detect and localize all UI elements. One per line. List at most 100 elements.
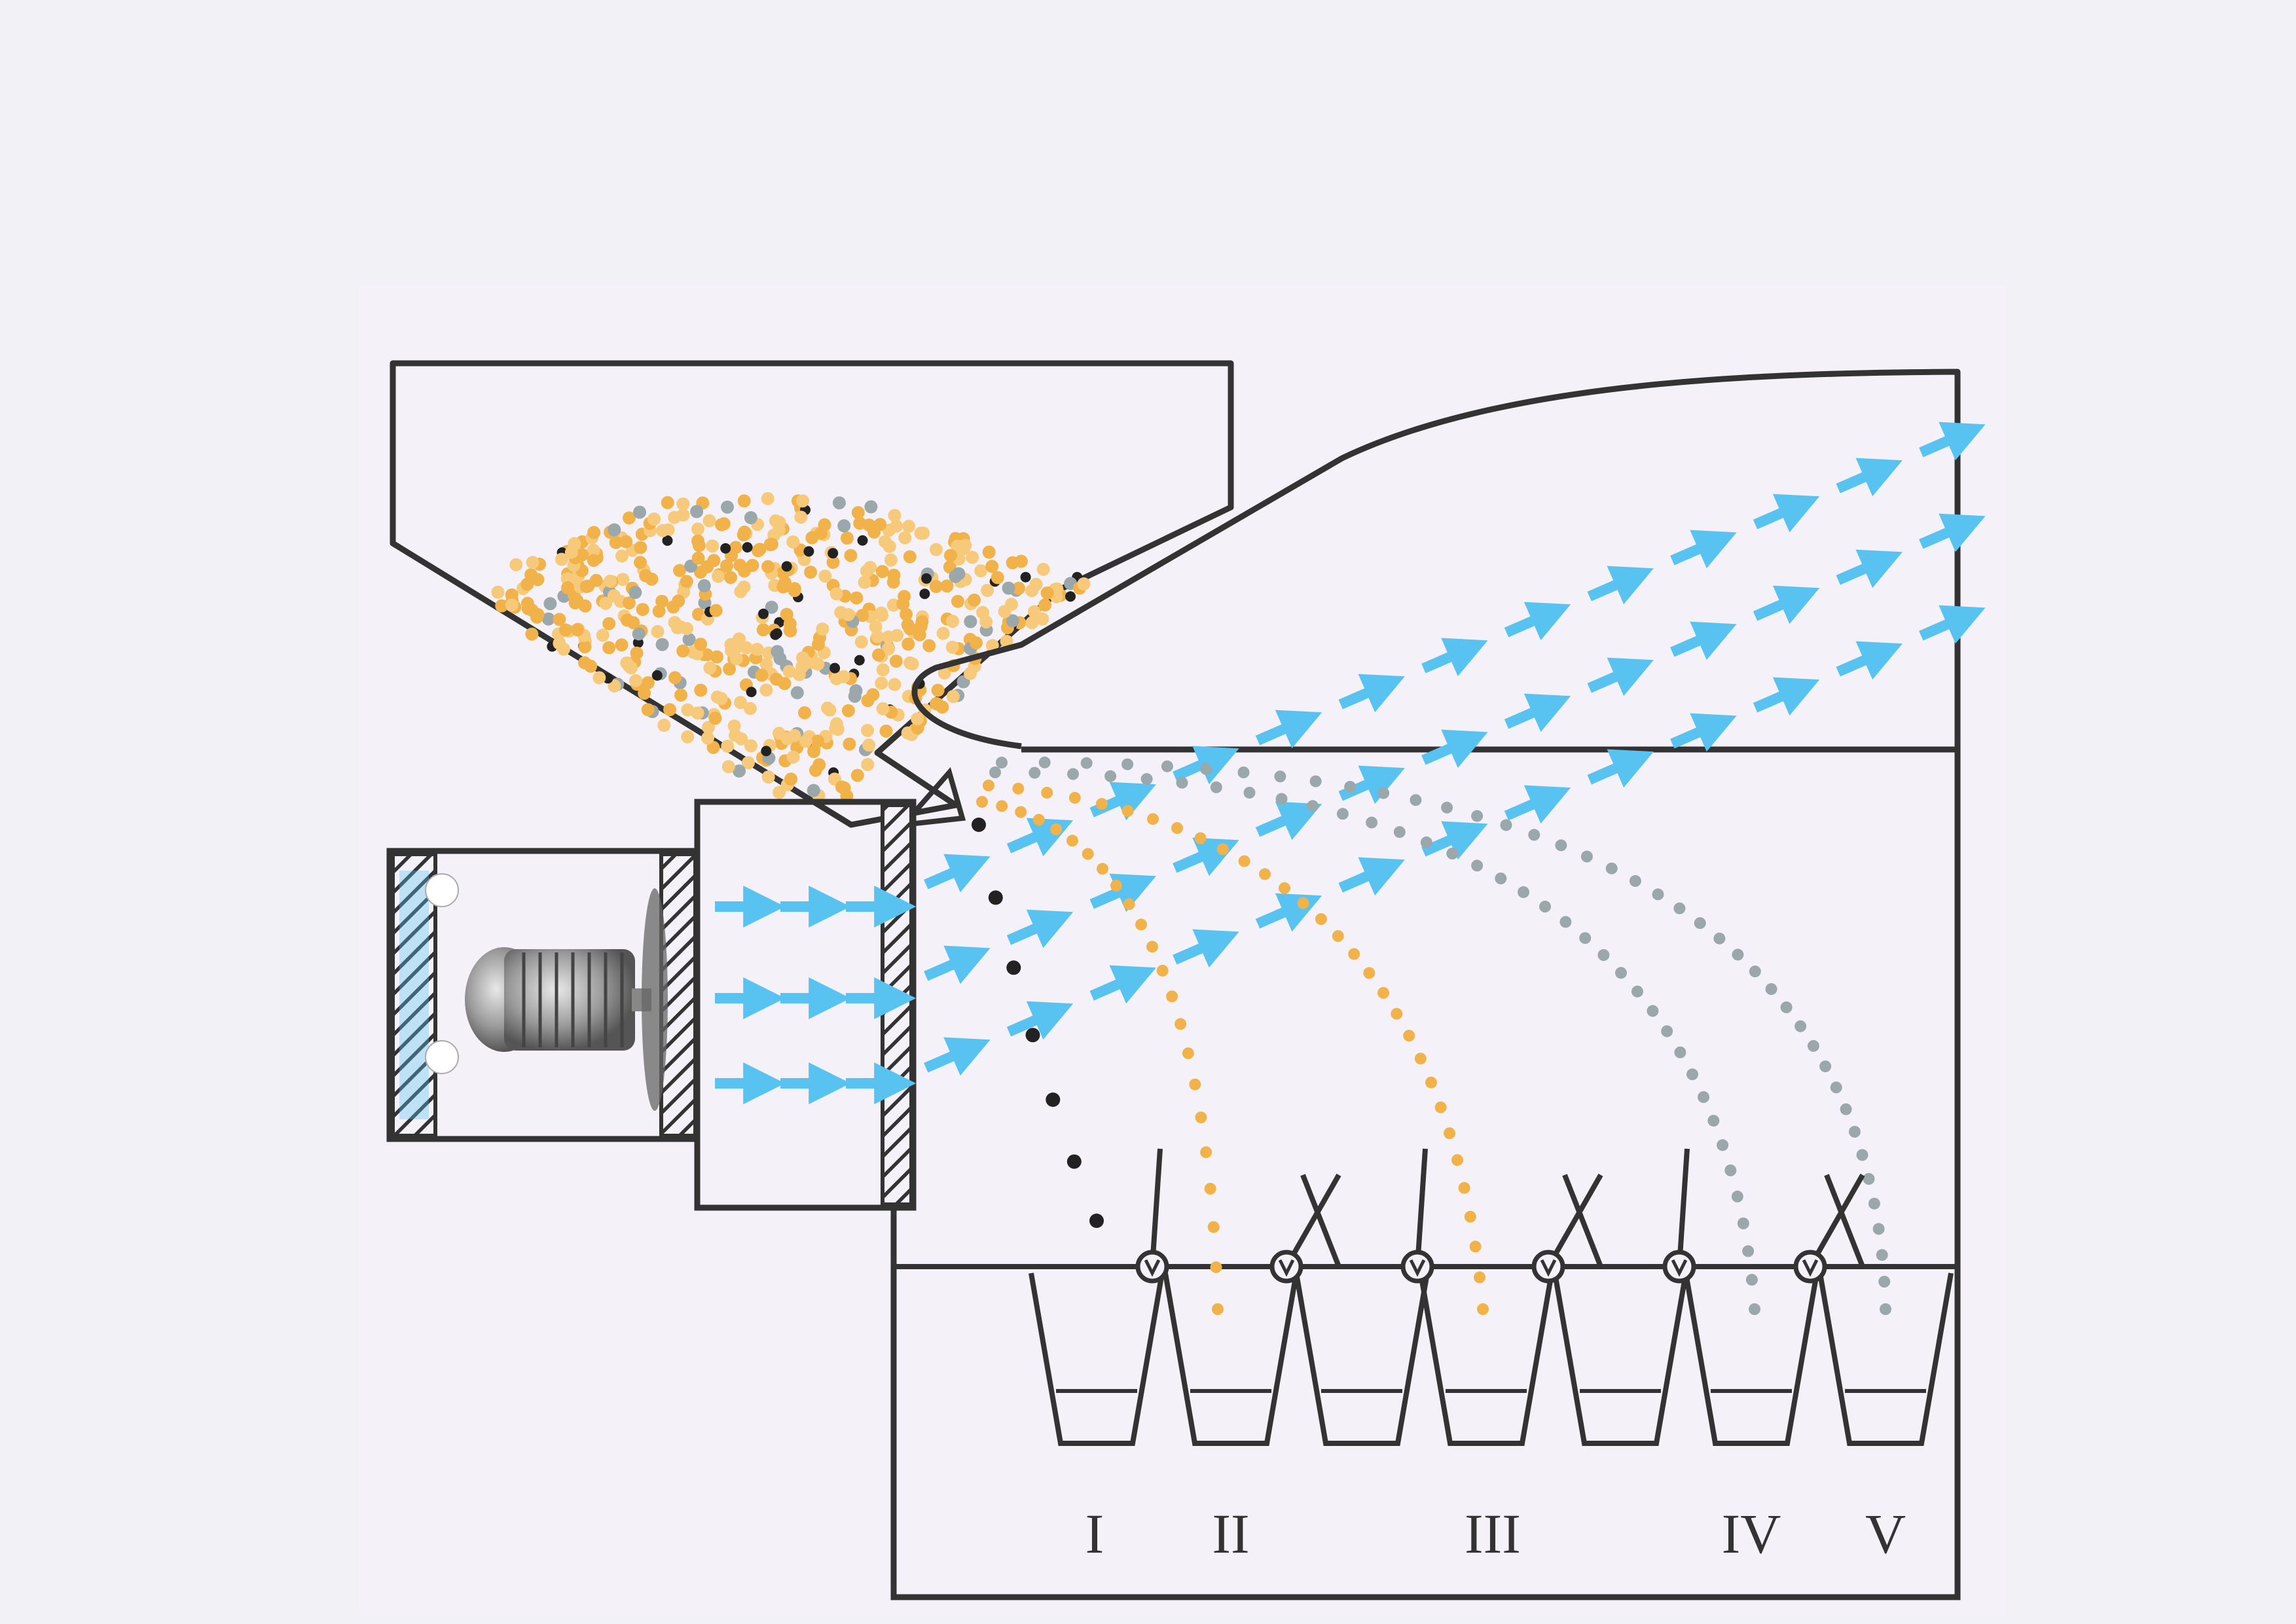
grain-dot <box>700 648 714 662</box>
splitter-plate <box>1415 1148 1428 1267</box>
grain-dot <box>901 726 915 740</box>
grain-dot <box>914 619 928 633</box>
grain-trajectory-dot <box>1015 806 1027 818</box>
grain-trajectory-dot <box>1135 918 1147 931</box>
collection-bin <box>1817 1272 1954 1446</box>
airflow-arrow <box>1255 710 1322 749</box>
airflow-arrow <box>1753 677 1820 716</box>
airflow-arrow <box>1089 782 1156 821</box>
light-particle-dot <box>1880 1303 1891 1315</box>
grain-dot <box>782 664 796 678</box>
grain-dot <box>615 638 629 652</box>
grain-dot <box>826 556 840 569</box>
grain-dot <box>623 511 636 525</box>
grain-dot <box>668 671 682 685</box>
grain-dot <box>964 666 977 680</box>
light-particle-dot <box>1745 1274 1758 1286</box>
grain-dot <box>1036 562 1050 576</box>
airflow-arrow <box>1338 857 1405 896</box>
grain-dot <box>946 615 959 628</box>
light-particle-dot <box>1605 862 1618 875</box>
mount-hole-bottom <box>425 1040 459 1074</box>
grain-dot <box>710 650 723 664</box>
grain-dot <box>495 599 509 613</box>
grain-trajectory-dot <box>1147 813 1159 825</box>
grain-dot <box>608 523 621 537</box>
grain-dot <box>723 662 737 676</box>
splitter-pivot-mark <box>1540 1259 1557 1277</box>
grain-dot <box>832 496 846 510</box>
grain-dot <box>759 683 773 697</box>
grain-trajectory-dot <box>1195 1111 1207 1124</box>
splitter-pivot <box>1400 1250 1434 1284</box>
light-particle-dot <box>1707 1115 1720 1127</box>
grain-trajectory-dot <box>1110 879 1122 892</box>
airflow-arrow <box>1338 765 1405 804</box>
splitter-plates <box>1135 1148 1865 1284</box>
grain-dot <box>737 528 750 541</box>
light-particle-dot <box>1309 775 1322 787</box>
grain-dot <box>998 605 1011 619</box>
light-particle-dot <box>1742 1245 1755 1257</box>
grain-trajectory-dot <box>1451 1154 1463 1166</box>
grain-dot <box>828 548 839 559</box>
grain-dot <box>761 560 775 573</box>
grain-dot <box>1025 616 1039 630</box>
grain-dot <box>804 566 818 579</box>
grain-dot <box>905 657 919 671</box>
grain-trajectory-dot <box>1477 1303 1489 1315</box>
grain-dot <box>526 556 539 569</box>
grain-dot <box>655 638 669 651</box>
light-particle-dot <box>1243 787 1256 799</box>
light-particle-dot <box>1749 965 1761 978</box>
splitter-plate <box>1300 1174 1341 1268</box>
grain-dot <box>875 606 888 620</box>
grain-trajectory-dot <box>1332 930 1344 942</box>
grain-dot <box>857 535 868 546</box>
grain-dot <box>564 545 578 559</box>
grain-dot <box>622 596 636 610</box>
grain-dot <box>720 559 733 573</box>
grain-trajectory-dot <box>1095 798 1108 810</box>
grain-dot <box>861 723 874 737</box>
grain-dot <box>531 573 545 586</box>
light-particle-dot <box>1732 948 1744 961</box>
splitter-pivot-mark <box>1278 1259 1295 1277</box>
grain-dot <box>755 668 769 682</box>
grain-dot <box>680 575 693 588</box>
outlet-grille <box>881 803 913 1206</box>
airflow-arrow <box>1006 1001 1074 1040</box>
grain-dot <box>638 687 651 700</box>
splitter-plate <box>1824 1174 1865 1268</box>
grain-dot <box>951 594 964 608</box>
light-particle-dot <box>1615 967 1627 979</box>
grain-dot <box>616 573 630 586</box>
light-particle-dot <box>1344 781 1357 793</box>
grain-trajectory-dot <box>1391 1007 1403 1020</box>
airflow-arrow <box>924 945 991 984</box>
grain-dot <box>871 630 884 643</box>
grain-dot <box>854 655 865 666</box>
grain-dot <box>765 537 778 551</box>
grain-dot <box>724 571 737 585</box>
grain-dot <box>694 638 708 651</box>
grain-dot <box>949 569 962 583</box>
grain-dot <box>1002 581 1015 595</box>
grain-trajectory-dot <box>1050 823 1063 835</box>
grain-dot <box>945 640 959 654</box>
grain-dot <box>587 526 601 539</box>
grain-dot <box>666 600 680 614</box>
grain-trajectory-dot <box>1121 804 1134 817</box>
grain-dot <box>702 514 716 528</box>
grain-dot <box>1020 571 1031 583</box>
light-particle-dot <box>1765 983 1777 995</box>
light-particle-dot <box>1737 1218 1749 1229</box>
fan-impeller <box>642 888 668 1111</box>
airflow-arrow <box>1587 566 1654 605</box>
light-particle-dot <box>1210 781 1222 793</box>
splitter-plate <box>1808 1174 1865 1268</box>
grain-dot <box>803 546 814 557</box>
grain-dot <box>821 701 834 715</box>
light-particle-dot <box>1698 1091 1709 1103</box>
grain-dot <box>627 616 640 630</box>
